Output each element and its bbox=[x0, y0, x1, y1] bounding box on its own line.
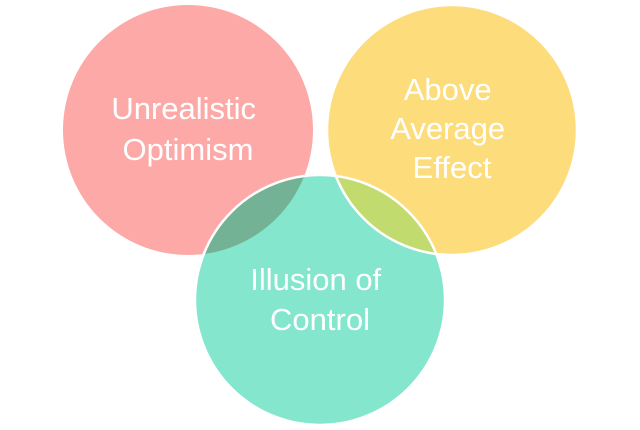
label-illusion-of-control: Illusion of Control bbox=[250, 262, 390, 337]
circle-illusion-of-control bbox=[195, 175, 445, 425]
label-unrealistic-optimism: Unrealistic Optimism bbox=[111, 91, 264, 167]
label-above-average-effect: Above Average Effect bbox=[390, 72, 514, 185]
label-above-average-effect-line-3: Effect bbox=[413, 150, 492, 185]
circle-unrealistic-optimism bbox=[63, 5, 313, 255]
outline-above-average-effect bbox=[325, 3, 579, 257]
label-unrealistic-optimism-line-1: Unrealistic bbox=[111, 91, 256, 126]
label-above-average-effect-line-1: Above bbox=[404, 72, 492, 107]
label-illusion-of-control-line-1: Illusion of bbox=[250, 262, 381, 297]
circle-above-average-effect bbox=[327, 5, 577, 255]
label-illusion-of-control-line-2: Control bbox=[270, 302, 370, 337]
label-unrealistic-optimism-line-2: Optimism bbox=[123, 132, 254, 167]
outline-illusion-of-control bbox=[193, 173, 447, 427]
label-above-average-effect-line-2: Average bbox=[390, 111, 505, 146]
